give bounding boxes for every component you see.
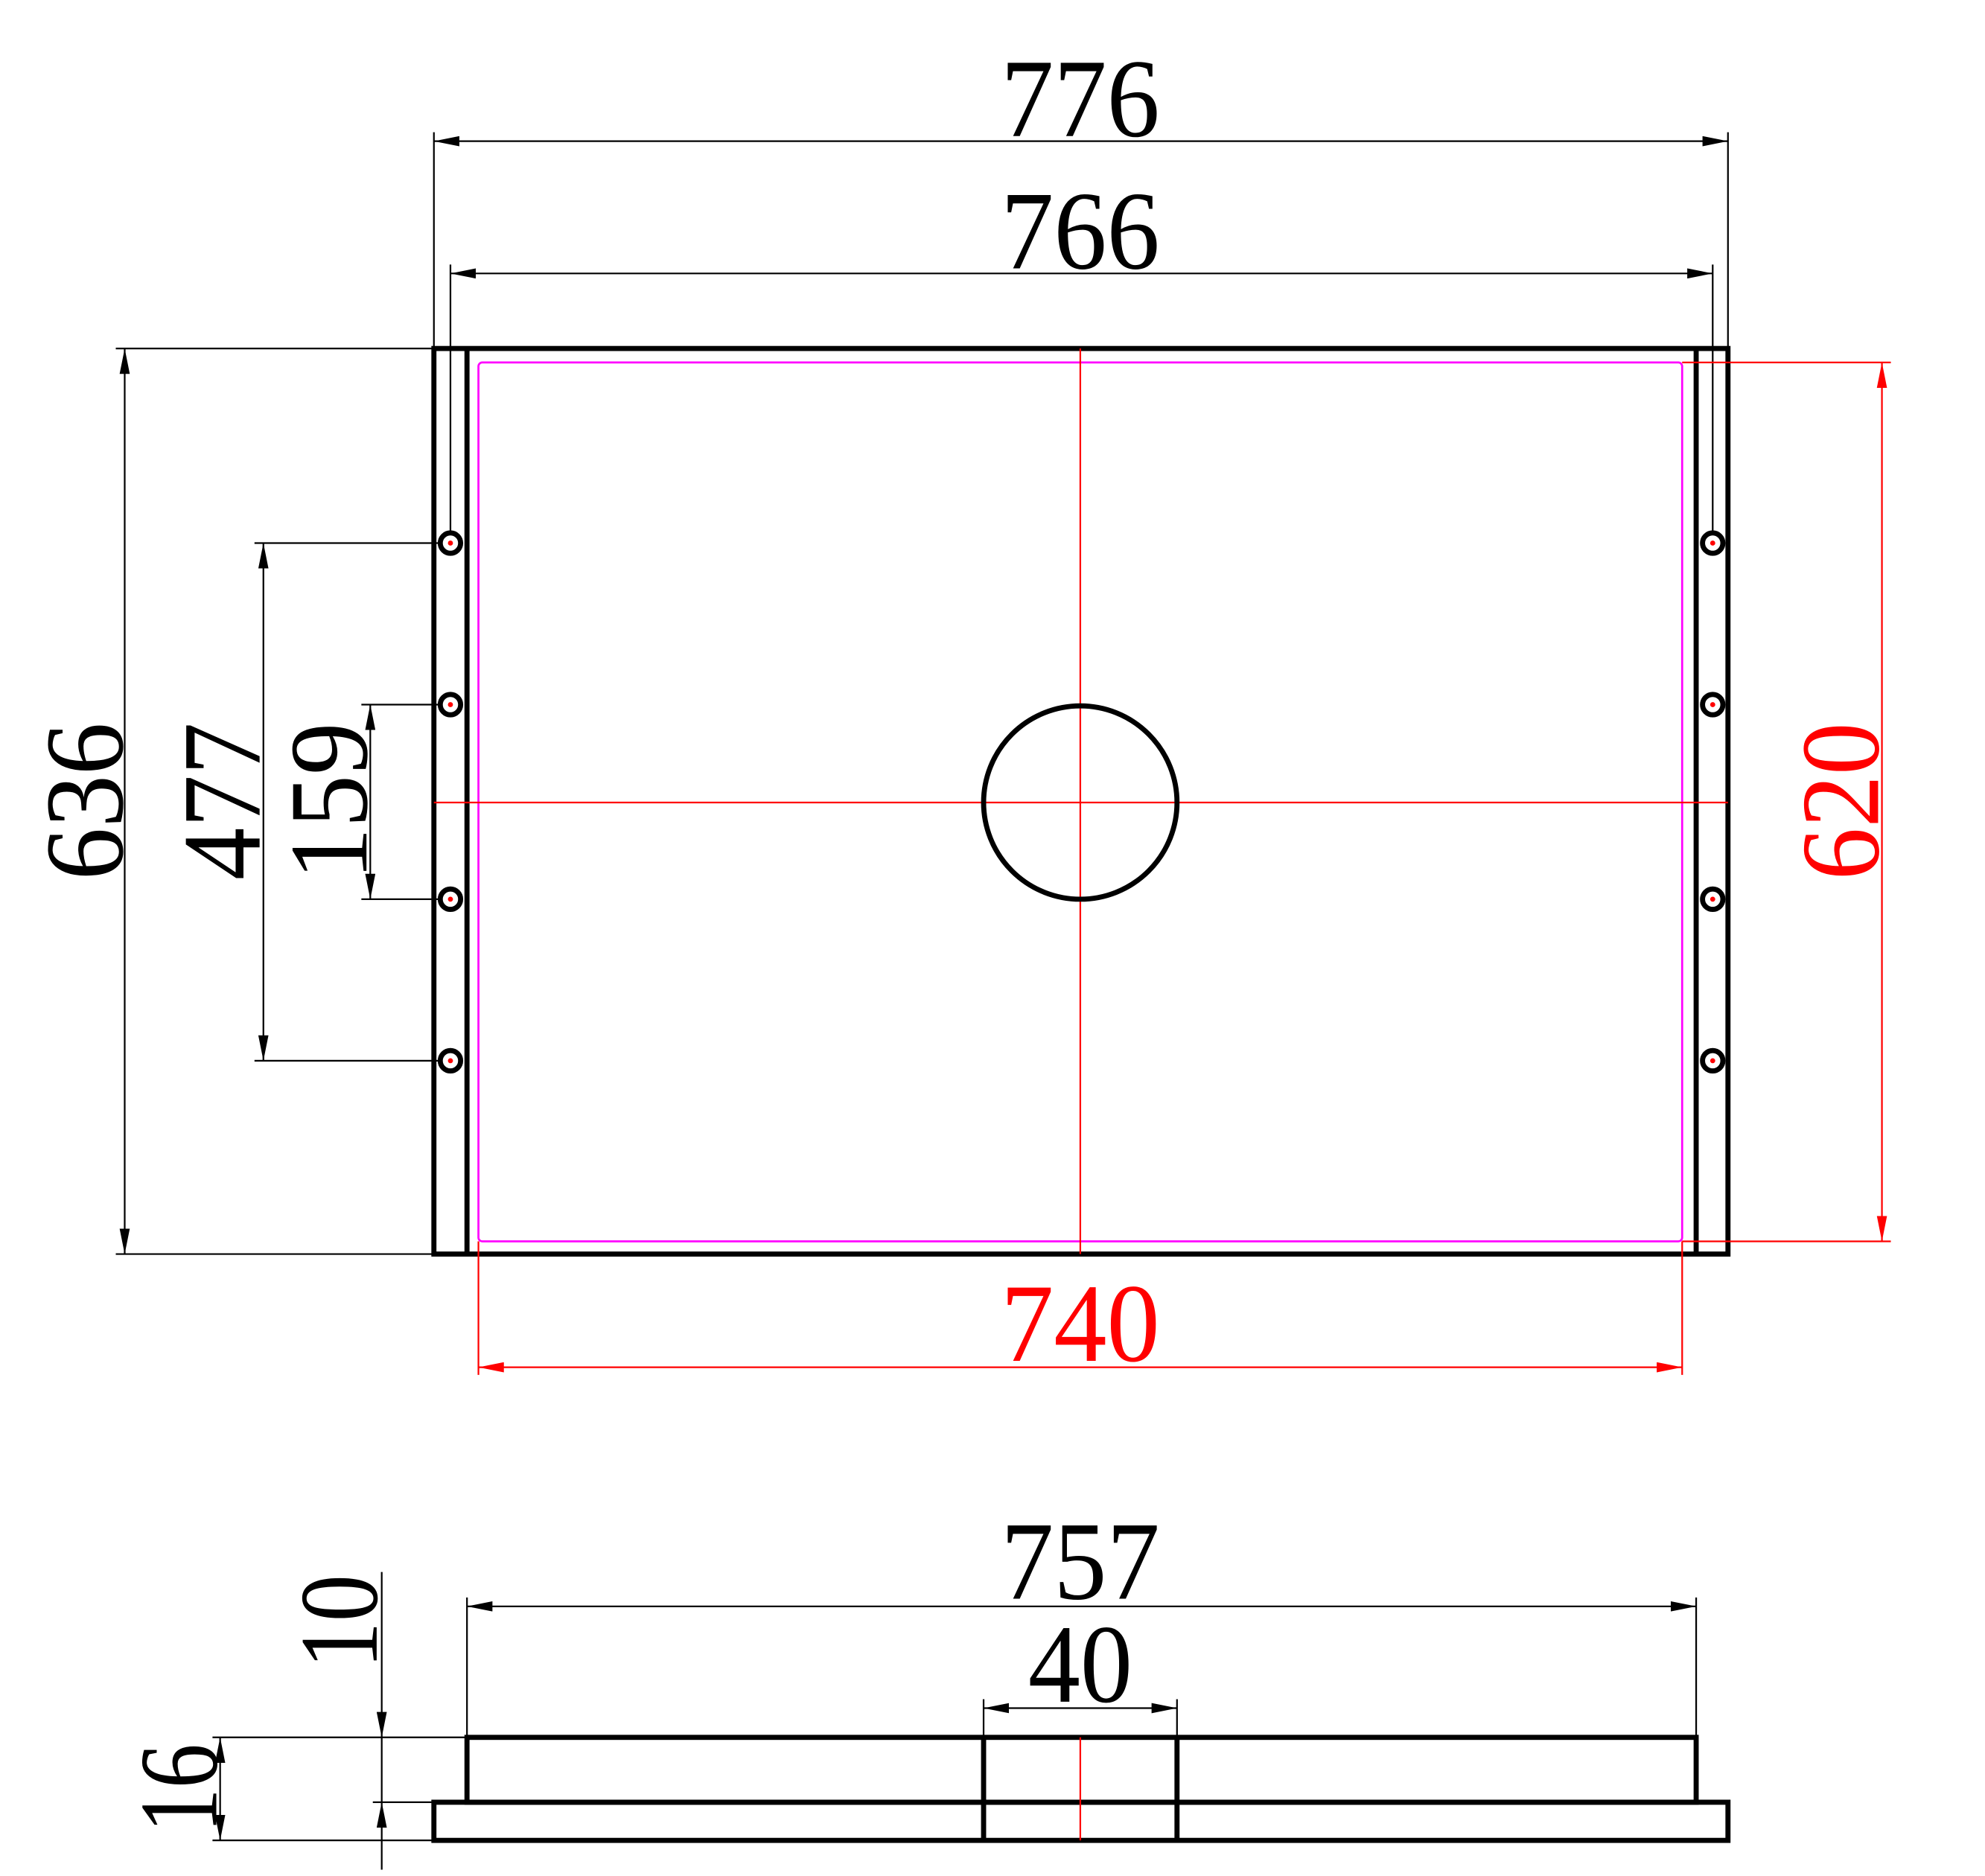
hole-center-mark [447, 702, 453, 707]
center-hole [981, 703, 1180, 902]
hole-center-mark [447, 540, 453, 546]
dim-hole-spacing-width: 766 [1001, 169, 1160, 293]
side-view: 757 40 10 16 [117, 1499, 1731, 1870]
mounting-hole [1700, 886, 1726, 912]
hole-center-mark [1710, 1058, 1715, 1064]
hole-center-mark [447, 896, 453, 902]
upper-body [464, 1735, 1699, 1805]
top-view: 776 766 636 477 159 620 740 [22, 36, 1902, 1385]
dim-overall-height: 636 [22, 722, 147, 880]
dim-hole-span-outer: 477 [160, 722, 284, 880]
dim-inner-height: 620 [1778, 722, 1902, 880]
dim-overall-width: 776 [1001, 36, 1160, 161]
dim-inner-width: 740 [1001, 1261, 1160, 1385]
hole-center-mark [1710, 896, 1715, 902]
mounting-hole [1700, 692, 1726, 718]
hole-center-mark [1710, 540, 1715, 546]
hole-center-mark [447, 1058, 453, 1064]
dim-hole-span-inner: 159 [267, 722, 391, 880]
dim-center-width: 40 [1028, 1602, 1132, 1726]
mounting-hole [1700, 1047, 1726, 1073]
hole-center-mark [1710, 702, 1715, 707]
dim-step-height: 10 [277, 1574, 401, 1668]
dim-top-width: 757 [1001, 1499, 1160, 1624]
dim-total-height: 16 [117, 1743, 241, 1833]
